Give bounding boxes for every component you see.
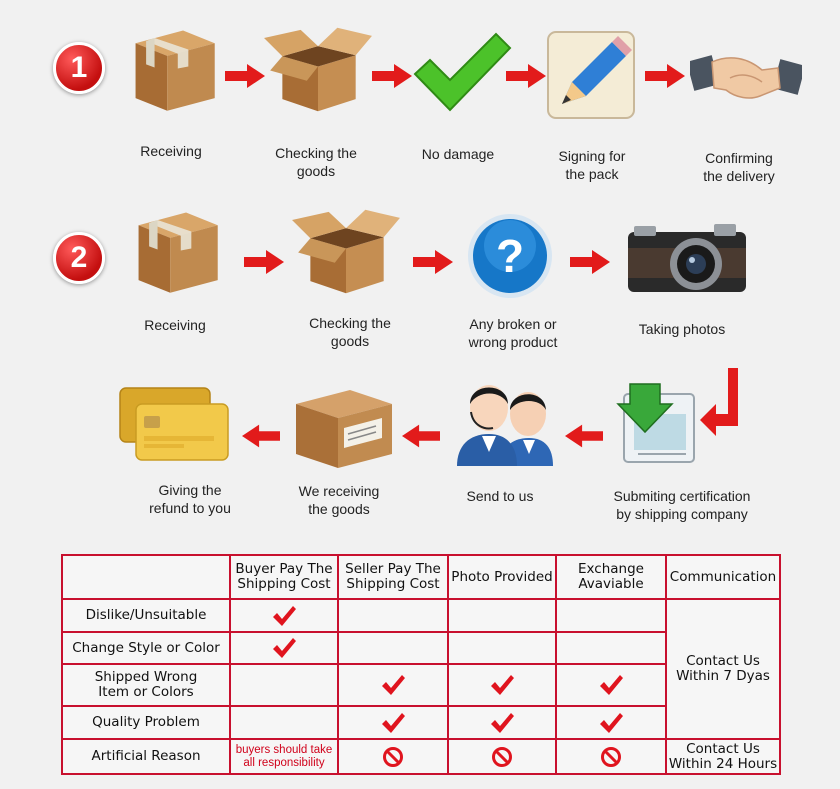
row-label-change-style: Change Style or Color (72, 639, 220, 656)
table-cell (449, 740, 555, 773)
header-communication: Communication (669, 568, 777, 585)
communication-7-days: Contact Us Within 7 Dyas (676, 653, 770, 684)
credit-cards-icon (119, 387, 229, 461)
pencil-pad-icon (547, 31, 635, 119)
arrow-right-icon (244, 250, 284, 274)
checkmark-icon (598, 711, 624, 735)
communication-24-hours: Contact Us Within 24 Hours (668, 740, 778, 772)
open-box-icon (262, 20, 374, 115)
table-cell (339, 740, 447, 773)
table-cell (231, 633, 337, 663)
step-label-receiving: Receiving (144, 317, 206, 333)
download-certificate-icon (616, 383, 695, 463)
arrow-right-icon (506, 64, 546, 88)
turn-arrow-icon (700, 368, 738, 436)
step-label-taking-photos: Taking photos (638, 321, 726, 337)
arrow-right-icon (372, 64, 412, 88)
checkmark-icon (271, 604, 297, 628)
step-number-1: 1 (53, 42, 105, 94)
arrow-right-icon (645, 64, 685, 88)
cardboard-box-icon (128, 202, 223, 297)
step-label-checking: Checking the goods (275, 145, 357, 179)
row-label-quality: Quality Problem (92, 714, 200, 730)
arrow-left-icon (565, 424, 603, 448)
header-exchange: Exchange Avaviable (578, 561, 644, 592)
row-label-artificial: Artificial Reason (91, 748, 201, 764)
svg-text:?: ? (496, 230, 524, 282)
step-label-confirming: Confirming the delivery (703, 150, 775, 184)
step-label-signing: Signing for the pack (558, 148, 626, 182)
table-cell (339, 665, 447, 705)
arrow-left-icon (242, 424, 280, 448)
table-cell (449, 665, 555, 705)
row-label-dislike: Dislike/Unsuitable (85, 607, 207, 623)
checkmark-icon (489, 673, 515, 697)
checkmark-icon (271, 636, 297, 660)
arrow-right-icon (570, 250, 610, 274)
header-photo-provided: Photo Provided (451, 568, 553, 585)
step-label-we-receiving: We receiving the goods (298, 483, 380, 517)
table-cell (557, 665, 665, 705)
prohibited-icon (382, 746, 404, 768)
step-label-no-damage: No damage (421, 146, 495, 162)
step-label-refund: Giving the refund to you (149, 482, 231, 516)
arrow-right-icon (225, 64, 265, 88)
table-cell (339, 707, 447, 738)
camera-icon (628, 224, 746, 292)
step-number-2: 2 (53, 232, 105, 284)
checkmark-icon (598, 673, 624, 697)
step-label-send-to-us: Send to us (466, 488, 534, 504)
shipping-box-icon (296, 390, 392, 468)
green-checkmark-icon (413, 32, 512, 112)
step-label-checking: Checking the goods (309, 315, 391, 349)
header-seller-pay: Seller Pay The Shipping Cost (345, 561, 441, 592)
cardboard-box-icon (125, 20, 220, 115)
return-policy-table: Buyer Pay The Shipping Cost Seller Pay T… (61, 554, 781, 775)
step-label-broken-wrong: Any broken or wrong product (468, 316, 558, 350)
table-cell (231, 600, 337, 631)
checkmark-icon (489, 711, 515, 735)
header-buyer-pay: Buyer Pay The Shipping Cost (235, 561, 333, 592)
arrow-left-icon (402, 424, 440, 448)
arrow-right-icon (413, 250, 453, 274)
table-cell (449, 707, 555, 738)
open-box-icon (290, 202, 402, 297)
table-cell (557, 740, 665, 773)
handshake-icon (690, 55, 802, 99)
support-agents-icon (457, 385, 553, 466)
checkmark-icon (380, 711, 406, 735)
step-label-submitting-cert: Submiting certification by shipping comp… (613, 488, 751, 522)
step-label-receiving: Receiving (140, 143, 202, 159)
question-icon: ? (468, 214, 552, 298)
prohibited-icon (491, 746, 513, 768)
table-cell (557, 707, 665, 738)
buyer-responsibility-note: buyers should take all responsibility (235, 743, 333, 769)
prohibited-icon (600, 746, 622, 768)
checkmark-icon (380, 673, 406, 697)
row-label-shipped-wrong: Shipped Wrong Item or Colors (94, 669, 198, 700)
